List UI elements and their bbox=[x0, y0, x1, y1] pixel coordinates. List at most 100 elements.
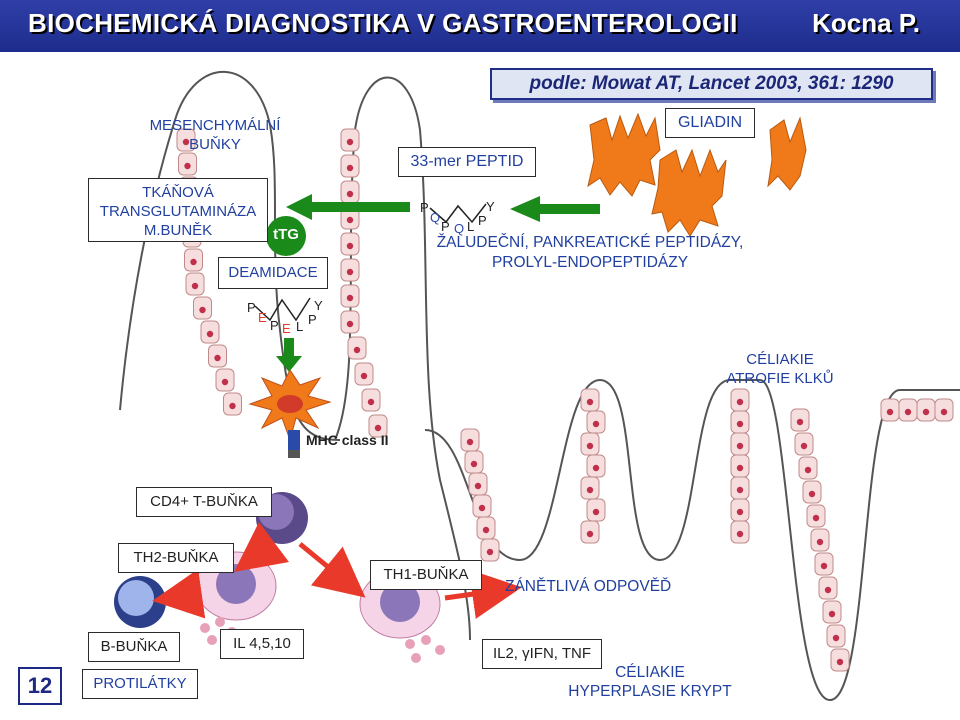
epithelial-cell bbox=[460, 428, 480, 452]
th1-box: TH1-BUŇKA bbox=[370, 560, 482, 590]
amino-acid-letter: L bbox=[296, 319, 303, 334]
epithelial-cell bbox=[340, 258, 360, 282]
epithelial-cell bbox=[208, 344, 227, 368]
slide-title: BIOCHEMICKÁ DIAGNOSTIKA V GASTROENTEROLO… bbox=[28, 8, 738, 38]
dendritic-cell bbox=[248, 369, 332, 442]
epithelial-cell bbox=[480, 538, 500, 562]
mhc-molecule bbox=[288, 430, 300, 458]
epithelial-cell bbox=[468, 472, 488, 496]
ttg-enzyme bbox=[266, 216, 306, 256]
epithelial-cell bbox=[476, 516, 496, 540]
epithelial-cell bbox=[580, 432, 600, 456]
epithelial-cell bbox=[730, 432, 750, 456]
epithelial-cell bbox=[830, 648, 850, 672]
epithelial-cell bbox=[347, 336, 367, 360]
epithelial-cell bbox=[223, 392, 242, 416]
amino-acid-letter: E bbox=[258, 310, 267, 325]
transglutaminase-box: TKÁŇOVÁ TRANSGLUTAMINÁZA M.BUNĚK bbox=[88, 178, 268, 242]
peptide-chain-native bbox=[429, 203, 487, 224]
deamidation-box: DEAMIDACE bbox=[218, 257, 328, 289]
epithelial-cell bbox=[730, 476, 750, 500]
epithelial-cell bbox=[794, 432, 814, 456]
red-arrows bbox=[152, 522, 522, 619]
epithelial-cell bbox=[340, 232, 360, 256]
arrow-digestion bbox=[510, 196, 600, 222]
amino-acid-letter: P bbox=[441, 219, 450, 234]
epithelial-cell bbox=[340, 180, 360, 204]
epithelial-cell bbox=[916, 398, 936, 422]
epithelial-cell bbox=[178, 152, 197, 176]
epithelial-cell bbox=[340, 154, 360, 178]
amino-acid-letter: Y bbox=[314, 298, 323, 313]
epithelial-cell bbox=[730, 520, 750, 544]
mucosa-right bbox=[424, 378, 960, 702]
citation-box: podle: Mowat AT, Lancet 2003, 361: 1290 bbox=[490, 68, 933, 100]
arrow-to-dendritic bbox=[276, 338, 302, 372]
epithelial-cell bbox=[354, 362, 374, 386]
epithelial-cell bbox=[580, 520, 600, 544]
amino-acid-letter: E bbox=[282, 321, 291, 336]
slide-author: Kocna P. bbox=[812, 8, 920, 38]
cd4-box: CD4+ T-BUŇKA bbox=[136, 487, 272, 517]
epithelial-cell bbox=[818, 576, 838, 600]
bcell-box: B-BUŇKA bbox=[88, 632, 180, 662]
epithelial-cell bbox=[810, 528, 830, 552]
amino-acid-letter: L bbox=[467, 219, 474, 234]
peptide-box: 33-mer PEPTID bbox=[398, 147, 536, 177]
epithelial-cell bbox=[340, 284, 360, 308]
epithelial-cell bbox=[368, 414, 388, 438]
amino-acid-letter: P bbox=[308, 312, 317, 327]
amino-acid-letter: P bbox=[247, 300, 256, 315]
gliadin-box: GLIADIN bbox=[665, 108, 755, 138]
amino-acid-letter: P bbox=[420, 200, 429, 215]
epithelial-cell bbox=[586, 498, 606, 522]
epithelial-cell bbox=[586, 454, 606, 478]
slide-number: 12 bbox=[18, 667, 62, 705]
epithelial-cell bbox=[730, 388, 750, 412]
epithelial-cell bbox=[340, 310, 360, 334]
amino-acid-letter: P bbox=[270, 318, 279, 333]
antibodies-box: PROTILÁTKY bbox=[82, 669, 198, 699]
slide-header: BIOCHEMICKÁ DIAGNOSTIKA V GASTROENTEROLO… bbox=[0, 0, 960, 52]
cytokines-box: IL2, γIFN, TNF bbox=[482, 639, 602, 669]
arrow-to-ttg bbox=[286, 194, 410, 220]
inflammatory-label: ZÁNĚTLIVÁ ODPOVĚĎ bbox=[505, 578, 672, 595]
epithelial-cell bbox=[200, 320, 220, 344]
hyperplasia-label: CÉLIAKIE HYPERPLASIE KRYPT bbox=[568, 664, 732, 700]
epithelial-cell bbox=[184, 248, 203, 272]
peptide-chain-deamidated bbox=[254, 297, 311, 322]
epithelial-cell bbox=[730, 410, 750, 434]
amino-acid-letter: P bbox=[478, 213, 487, 228]
il-box: IL 4,5,10 bbox=[220, 629, 304, 659]
epithelial-cell bbox=[215, 368, 235, 392]
ttg-label: tTG bbox=[273, 226, 299, 243]
epithelial-cells-right bbox=[460, 388, 954, 672]
peptidases-label: ŽALUDEČNÍ, PANKREATICKÉ PEPTIDÁZY, PROLY… bbox=[436, 234, 744, 271]
epithelial-cell bbox=[730, 454, 750, 478]
th2-box: TH2-BUŇKA bbox=[118, 543, 234, 573]
epithelial-cell bbox=[586, 410, 606, 434]
epithelial-cell bbox=[472, 494, 492, 518]
cytokine-dots-th1 bbox=[405, 635, 445, 663]
epithelial-cell bbox=[464, 450, 484, 474]
epithelial-cell bbox=[934, 398, 954, 422]
amino-acid-letter: Y bbox=[486, 199, 495, 214]
epithelial-cell bbox=[580, 388, 600, 412]
epithelial-cell bbox=[340, 128, 360, 152]
amino-acid-letter: Q bbox=[430, 210, 440, 225]
mhc-label: MHC class II bbox=[306, 432, 389, 448]
epithelial-cell bbox=[802, 480, 822, 504]
epithelial-cell bbox=[790, 408, 810, 432]
epithelial-cell bbox=[176, 128, 196, 152]
b-cell bbox=[114, 576, 166, 628]
epithelial-cell bbox=[185, 272, 205, 296]
epithelial-cell bbox=[898, 398, 918, 422]
epithelial-cell bbox=[798, 456, 818, 480]
atrophy-label: CÉLIAKIE ATROFIE KLKŮ bbox=[726, 351, 834, 387]
epithelial-cell bbox=[193, 296, 212, 320]
epithelial-cell bbox=[880, 398, 900, 422]
epithelial-cell bbox=[806, 504, 826, 528]
epithelial-cell bbox=[826, 624, 846, 648]
